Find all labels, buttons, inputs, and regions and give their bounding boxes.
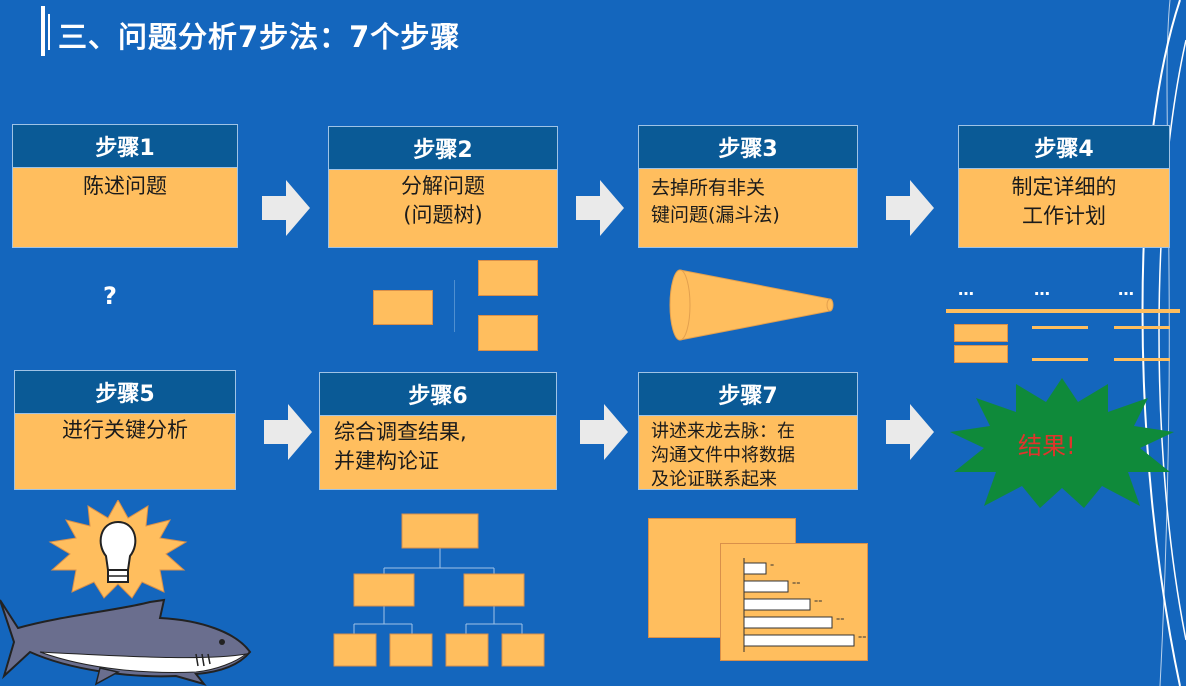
chart-label: == [792,581,801,587]
tree-branch-box [478,315,538,351]
chart-label: == [836,617,845,623]
shark-icon [0,598,252,686]
step-card-5: 步骤5 进行关键分析 [14,370,236,490]
funnel-icon [669,269,834,341]
tree-root-box [373,290,433,325]
bar-chart-icon [743,558,855,652]
step-label-6: 步骤6 [320,373,556,416]
plan-task-line [1032,326,1088,329]
step-text-line: 并建构论证 [334,449,439,473]
plan-dots: … [1118,280,1137,299]
step-text-line: 综合调查结果, [334,420,467,444]
chart-label: == [858,635,867,641]
step-text-line: 键问题(漏斗法) [651,204,780,226]
decorative-curves [1141,0,1186,686]
step-text-2: 分解问题 (问题树) [329,170,557,230]
step-text-line: 工作计划 [1022,204,1106,228]
question-mark: ? [103,282,117,310]
step-label-7: 步骤7 [639,373,857,416]
plan-dots: … [958,280,977,299]
step-card-4: 步骤4 制定详细的 工作计划 [958,125,1170,248]
step-text-line: (问题树) [403,203,483,227]
tree-divider [454,280,455,332]
step-text-3: 去掉所有非关 键问题(漏斗法) [639,169,857,229]
step-text-line: 及论证联系起来 [651,469,777,490]
title-accent-bar-thin [48,14,50,50]
step-text-6: 综合调查结果, 并建构论证 [320,416,556,476]
title-accent-bar [41,6,45,56]
step-text-line: 制定详细的 [1011,175,1117,199]
step-label-3: 步骤3 [639,126,857,169]
step-text-line: 去掉所有非关 [651,177,766,199]
plan-task-line [1114,326,1170,329]
plan-dots: … [1034,280,1053,299]
chart-label: = [770,563,775,569]
tree-branch-box [478,260,538,296]
arrow-right-icon [886,180,934,236]
step-text-5: 进行关键分析 [15,414,235,445]
step-text-line: 陈述问题 [83,174,167,198]
step-card-1: 步骤1 陈述问题 [12,124,238,248]
step-card-6: 步骤6 综合调查结果, 并建构论证 [319,372,557,490]
step-card-7: 步骤7 讲述来龙去脉：在 沟通文件中将数据 及论证联系起来 [638,372,858,490]
chart-label: == [814,599,823,605]
result-starburst [950,378,1174,508]
arrow-right-icon [576,180,624,236]
lightbulb-icon [48,500,188,599]
plan-task-line [1032,358,1088,361]
plan-timeline [946,309,1180,313]
step-card-3: 步骤3 去掉所有非关 键问题(漏斗法) [638,125,858,248]
arrow-right-icon [264,404,312,460]
step-text-4: 制定详细的 工作计划 [959,169,1169,231]
step-label-1: 步骤1 [13,125,237,168]
plan-task-line [1114,358,1170,361]
step-text-7: 讲述来龙去脉：在 沟通文件中将数据 及论证联系起来 [639,416,857,492]
step-label-4: 步骤4 [959,126,1169,169]
step-text-line: 沟通文件中将数据 [651,445,795,466]
step-label-5: 步骤5 [15,371,235,414]
arrow-right-icon [580,404,628,460]
pyramid-structure-diagram [333,513,545,667]
step-text-line: 讲述来龙去脉：在 [651,421,795,442]
step-text-line: 分解问题 [401,174,485,198]
arrow-right-icon [262,180,310,236]
step-text-1: 陈述问题 [13,168,237,201]
step-label-2: 步骤2 [329,127,557,170]
step-text-line: 进行关键分析 [62,418,188,442]
step-card-2: 步骤2 分解问题 (问题树) [328,126,558,248]
page-title: 三、问题分析7步法：7个步骤 [58,20,461,54]
result-text: 结果! [1018,432,1076,460]
plan-task-box [954,345,1008,363]
arrow-right-icon [886,404,934,460]
plan-task-box [954,324,1008,342]
